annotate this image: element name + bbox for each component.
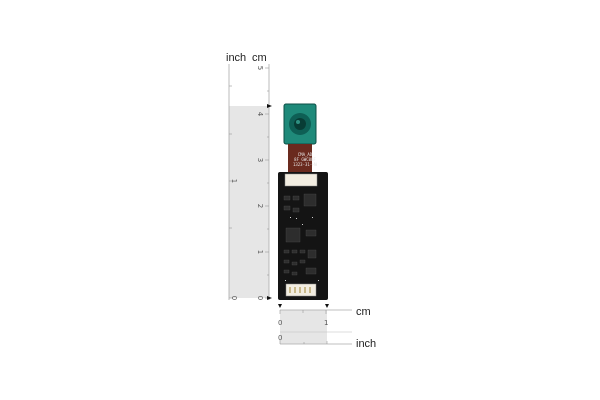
horizontal-cm-tick: 0 — [278, 319, 283, 327]
vertical-cm-tick: 4 — [256, 111, 265, 117]
vertical-inch-tick: 0 — [230, 295, 239, 301]
vertical-cm-tick: 2 — [256, 203, 265, 209]
label-line-2: 8F GWC08F — [294, 157, 316, 162]
vertical-ruler: inch cm — [224, 50, 274, 310]
vertical-ruler-inch-label: inch — [226, 52, 247, 64]
vertical-ruler-graphic — [228, 64, 272, 300]
horizontal-ruler-inch-label: inch — [356, 338, 377, 350]
vertical-cm-tick: 0 — [256, 295, 265, 301]
horizontal-inch-tick: 0 — [278, 334, 283, 342]
label-line-1: CMA_AD — [297, 152, 313, 157]
vertical-ruler-cm-label: cm — [252, 52, 267, 64]
camera-module-photo — [278, 103, 328, 300]
horizontal-cm-tick: 1 — [324, 319, 329, 327]
vertical-cm-tick: 1 — [256, 249, 265, 255]
horizontal-ruler: 0 1 0 cm inch — [274, 302, 384, 354]
flex-cable — [288, 144, 312, 174]
vertical-cm-tick: 3 — [256, 157, 265, 163]
vertical-cm-tick: 5 — [256, 65, 265, 71]
camera-lens-module — [283, 103, 317, 145]
vertical-inch-tick: 1 — [230, 178, 239, 184]
flex-cable-label: CMA_AD 8F GWC08F 1323-31-HW — [283, 152, 327, 167]
horizontal-ruler-cm-label: cm — [356, 306, 371, 318]
label-line-3: 1323-31-HW — [292, 162, 318, 167]
horizontal-ruler-graphic — [278, 304, 352, 345]
